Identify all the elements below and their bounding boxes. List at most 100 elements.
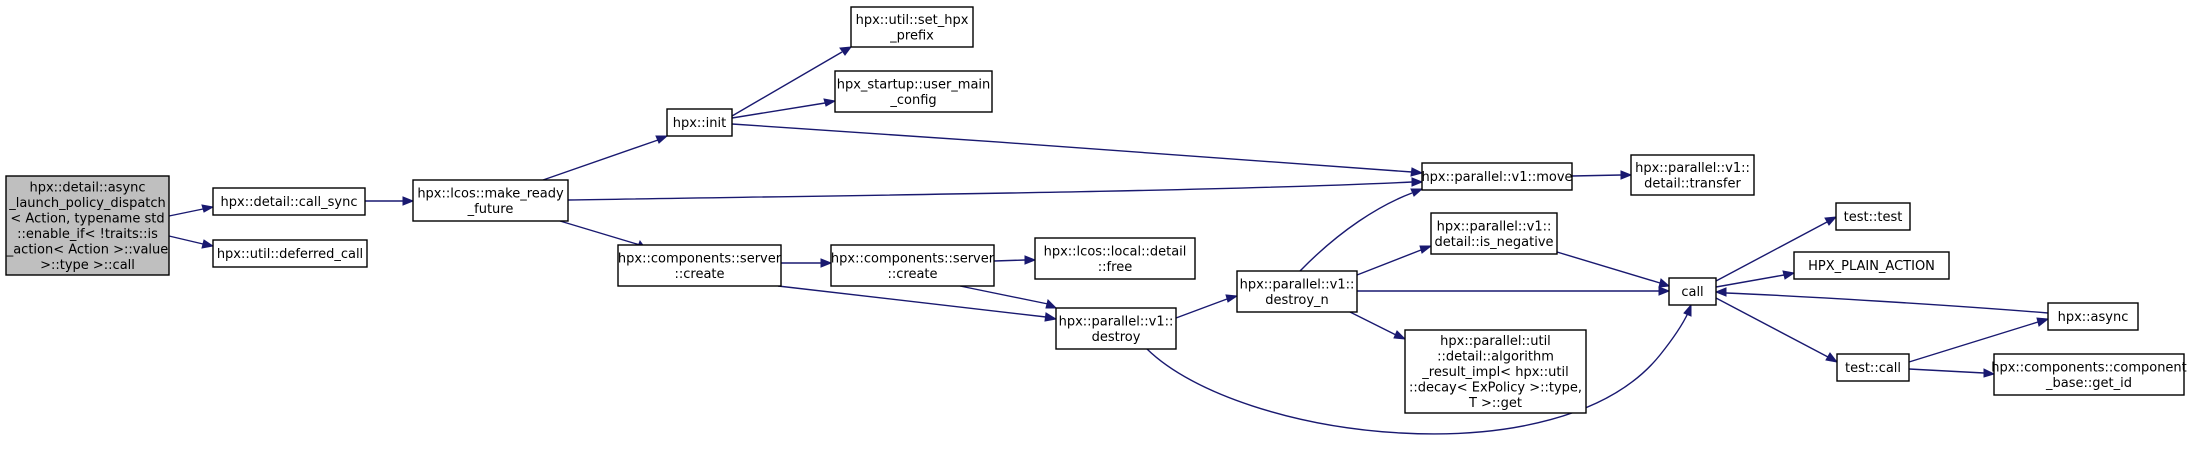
edge-init-to-prefix bbox=[731, 46, 853, 117]
node-label-line: _prefix bbox=[889, 28, 934, 43]
arrowhead bbox=[1824, 216, 1838, 226]
arrowhead bbox=[1419, 245, 1433, 254]
node-label-line: hpx::parallel::v1:: bbox=[1240, 277, 1355, 292]
arrowhead bbox=[1411, 177, 1424, 187]
arrowhead bbox=[1658, 278, 1671, 288]
node-is-negative[interactable]: hpx::parallel::v1::detail::is_negative bbox=[1430, 212, 1558, 255]
edge-isneg-to-call bbox=[1556, 251, 1671, 288]
arrowhead bbox=[2036, 317, 2050, 327]
node-label-line: destroy bbox=[1092, 330, 1141, 345]
node-label-line: ::create bbox=[887, 267, 937, 282]
edge-destroy-to-destroyn bbox=[1175, 294, 1239, 319]
node-label-line: hpx::parallel::util bbox=[1440, 334, 1551, 349]
node-destroy-n[interactable]: hpx::parallel::v1::destroy_n bbox=[1236, 270, 1358, 313]
arrowhead bbox=[1683, 303, 1692, 317]
edge-line bbox=[777, 285, 1047, 318]
node-label-line: ::decay< ExPolicy >::type, bbox=[1409, 381, 1582, 396]
node-label-line: _future bbox=[467, 202, 514, 217]
edge-testcall-to-async bbox=[1908, 317, 2050, 363]
arrowhead bbox=[1393, 330, 1407, 340]
node-box bbox=[1034, 237, 1196, 280]
arrowhead bbox=[1782, 270, 1796, 280]
arrowhead bbox=[1410, 167, 1424, 177]
edge-line bbox=[731, 102, 826, 119]
node-box bbox=[412, 179, 569, 222]
node-set-hpx-prefix[interactable]: hpx::util::set_hpx_prefix bbox=[850, 6, 974, 48]
node-hpx-init[interactable]: hpx::init bbox=[666, 108, 733, 137]
node-label-line: hpx::detail::async bbox=[29, 180, 145, 195]
node-box bbox=[5, 175, 170, 276]
node-v1-destroy[interactable]: hpx::parallel::v1::destroy bbox=[1055, 307, 1177, 350]
node-box bbox=[1404, 329, 1587, 414]
edge-line bbox=[1349, 311, 1397, 336]
node-label-line: hpx::components::server bbox=[618, 251, 782, 266]
node-label-line: test::test bbox=[1844, 210, 1903, 225]
node-hpx-plain-action[interactable]: HPX_PLAIN_ACTION bbox=[1793, 251, 1950, 280]
node-label-line: hpx::lcos::make_ready bbox=[417, 186, 564, 201]
node-box bbox=[1836, 353, 1910, 382]
node-box bbox=[834, 70, 993, 113]
arrowhead bbox=[655, 135, 669, 144]
node-algorithm-result[interactable]: hpx::parallel::util::detail::algorithm_r… bbox=[1404, 329, 1587, 414]
node-v1-move[interactable]: hpx::parallel::v1::move bbox=[1421, 162, 1573, 191]
node-label-line: T >::get bbox=[1468, 396, 1522, 411]
node-call-sync[interactable]: hpx::detail::call_sync bbox=[212, 187, 366, 216]
node-local-free[interactable]: hpx::lcos::local::detail::free bbox=[1034, 237, 1196, 280]
edge-destroyn-to-call bbox=[1357, 286, 1671, 296]
node-detail-transfer[interactable]: hpx::parallel::v1::detail::transfer bbox=[1630, 154, 1755, 196]
arrowhead bbox=[1410, 188, 1424, 197]
node-server-create-2[interactable]: hpx::components::server::create bbox=[830, 244, 995, 287]
edge-ready-to-init bbox=[542, 135, 669, 181]
arrowhead bbox=[1658, 286, 1671, 296]
node-label-line: call bbox=[1681, 285, 1703, 300]
arrowhead bbox=[820, 258, 833, 268]
edge-create1-to-create2 bbox=[781, 258, 833, 268]
node-box bbox=[1430, 212, 1558, 255]
node-get-id[interactable]: hpx::components::component_base::get_id bbox=[1991, 353, 2187, 396]
edge-root-to-deferred_call bbox=[168, 235, 215, 249]
edge-create2-to-destroy bbox=[959, 285, 1058, 309]
edge-destroyn-to-isneg bbox=[1356, 245, 1433, 276]
edge-line bbox=[1299, 192, 1413, 272]
node-hpx-async[interactable]: hpx::async bbox=[2047, 302, 2139, 331]
node-label-line: detail::transfer bbox=[1644, 176, 1741, 191]
edge-line bbox=[1715, 221, 1828, 282]
edge-line bbox=[1356, 249, 1422, 276]
node-call[interactable]: call bbox=[1668, 277, 1717, 306]
node-label-line: HPX_PLAIN_ACTION bbox=[1808, 259, 1935, 274]
edge-move-to-transfer bbox=[1571, 170, 1633, 180]
node-label-line: hpx::components::server bbox=[831, 251, 995, 266]
node-label-line: hpx::parallel::v1:: bbox=[1437, 219, 1552, 234]
edge-destroyn-to-move bbox=[1299, 188, 1424, 272]
node-make-ready-future[interactable]: hpx::lcos::make_ready_future bbox=[412, 179, 569, 222]
arrowhead bbox=[1714, 287, 1727, 297]
edge-ready-to-move bbox=[567, 177, 1424, 201]
node-label-line: hpx::components::component bbox=[1991, 360, 2187, 375]
node-label-line: hpx::detail::call_sync bbox=[221, 195, 358, 210]
node-label-line: hpx::parallel::v1:: bbox=[1059, 314, 1174, 329]
edge-init-to-move bbox=[731, 123, 1424, 177]
node-label-line: >::type >::call bbox=[40, 258, 135, 273]
node-box bbox=[830, 244, 995, 287]
node-box bbox=[2047, 302, 2139, 331]
node-label-line: hpx::parallel::v1::move bbox=[1421, 170, 1572, 185]
edge-line bbox=[1175, 298, 1228, 319]
edge-line bbox=[1146, 312, 1689, 435]
node-box bbox=[666, 108, 733, 137]
node-deferred-call[interactable]: hpx::util::deferred_call bbox=[212, 239, 368, 268]
node-root[interactable]: hpx::detail::async_launch_policy_dispatc… bbox=[5, 175, 170, 276]
node-label-line: _action< Action >::value bbox=[6, 242, 169, 257]
arrowhead bbox=[839, 46, 853, 56]
node-test-call[interactable]: test::call bbox=[1836, 353, 1910, 382]
node-server-create-1[interactable]: hpx::components::server::create bbox=[617, 244, 782, 287]
node-user-main-config[interactable]: hpx_startup::user_main_config bbox=[834, 70, 993, 113]
node-test-test[interactable]: test::test bbox=[1835, 202, 1911, 231]
node-label-line: hpx::init bbox=[673, 116, 727, 131]
edge-line bbox=[542, 139, 659, 181]
node-label-line: ::create bbox=[674, 267, 724, 282]
node-label-line: hpx::util::set_hpx bbox=[856, 13, 969, 28]
arrowhead bbox=[201, 204, 215, 213]
edge-call-to-testtest bbox=[1715, 216, 1838, 282]
node-label-line: _result_impl< hpx::util bbox=[1421, 365, 1568, 380]
edge-line bbox=[1556, 251, 1661, 284]
